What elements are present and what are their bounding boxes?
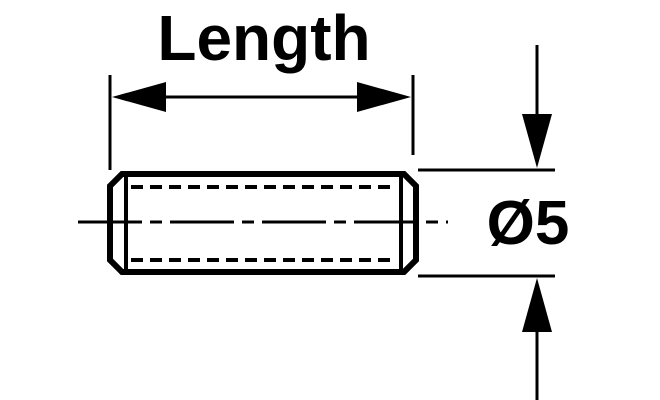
dowel-body	[78, 171, 448, 275]
length-dimension-line	[112, 82, 411, 112]
diameter-dimension	[522, 45, 552, 400]
arrow-left-icon	[112, 82, 166, 112]
length-extension-lines	[108, 75, 415, 170]
diameter-label: Ø5	[487, 189, 570, 258]
length-label: Length	[157, 2, 370, 74]
arrow-down-icon	[522, 114, 552, 168]
diameter-extension-lines	[418, 168, 555, 278]
arrow-right-icon	[357, 82, 411, 112]
arrow-up-icon	[522, 278, 552, 332]
